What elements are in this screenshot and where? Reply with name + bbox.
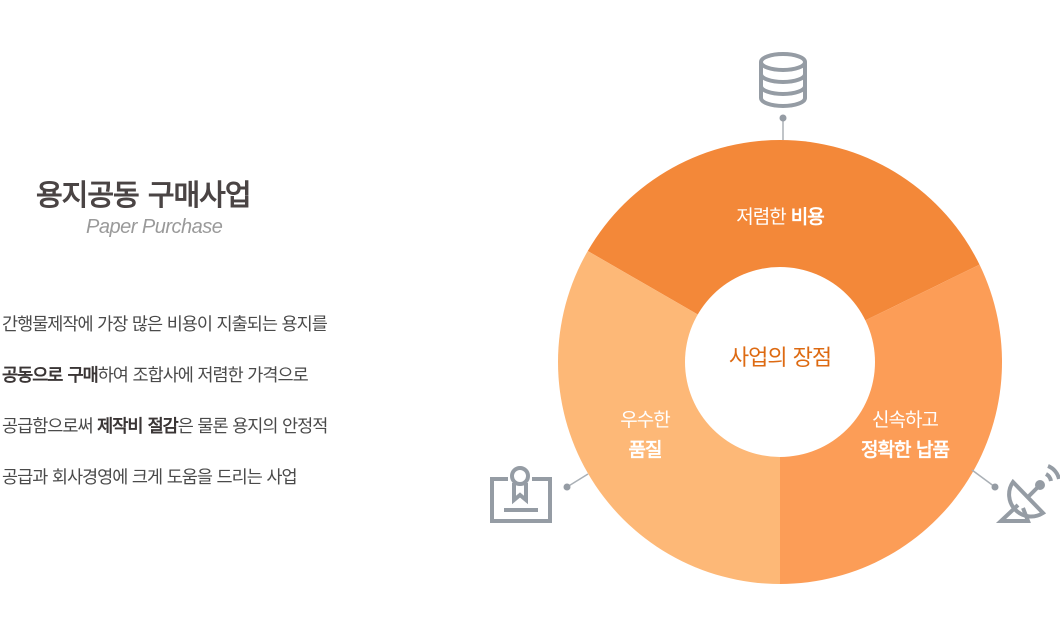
center-label: 사업의 장점 bbox=[728, 346, 832, 371]
description-text: 간행물제작에 가장 많은 비용이 지출되는 용지를 bbox=[2, 315, 328, 335]
segment-label-light: 저렴한 bbox=[736, 206, 791, 228]
description: 간행물제작에 가장 많은 비용이 지출되는 용지를 공동으로 구매하여 조합사에… bbox=[2, 310, 329, 514]
connector-dot-left bbox=[563, 483, 571, 491]
description-line-2: 공동으로 구매하여 조합사에 저렴한 가격으로 bbox=[2, 361, 327, 412]
segment-label-light: 신속하고 bbox=[872, 409, 939, 431]
connector-dot-top bbox=[779, 114, 787, 122]
description-emphasis: 공동으로 구매 bbox=[2, 366, 99, 386]
segment-label-bold: 품질 bbox=[628, 439, 663, 461]
segment-label-bold: 비용 bbox=[790, 206, 825, 228]
segment-label-bold: 정확한 납품 bbox=[860, 439, 950, 461]
description-text: 공급과 회사경영에 크게 도움을 드리는 사업 bbox=[2, 468, 298, 488]
connector-dot-right bbox=[991, 483, 999, 491]
connector-line-left bbox=[566, 473, 589, 488]
certificate-icon bbox=[490, 466, 552, 523]
segment-label-cost: 저렴한 비용 bbox=[700, 202, 860, 232]
description-text: 공급함으로써 bbox=[2, 417, 98, 437]
donut-hole bbox=[685, 267, 875, 457]
database-icon bbox=[759, 52, 807, 108]
satellite-dish-icon bbox=[995, 464, 1060, 523]
description-line-3: 공급함으로써 제작비 절감은 물론 용지의 안정적 bbox=[2, 412, 329, 463]
description-emphasis: 제작비 절감 bbox=[97, 417, 179, 437]
donut-segment-cost bbox=[587, 140, 980, 362]
description-text: 하여 조합사에 저렴한 가격으로 bbox=[97, 366, 309, 386]
connector-line-right bbox=[971, 469, 996, 488]
segment-label-light: 우수한 bbox=[620, 409, 670, 431]
description-line-4: 공급과 회사경영에 크게 도움을 드리는 사업 bbox=[2, 463, 327, 514]
description-line-1: 간행물제작에 가장 많은 비용이 지출되는 용지를 bbox=[2, 310, 328, 361]
page-title: 용지공동 구매사업 bbox=[36, 178, 252, 212]
page-subtitle: Paper Purchase bbox=[86, 216, 223, 238]
description-text: 은 물론 용지의 안정적 bbox=[177, 417, 329, 437]
